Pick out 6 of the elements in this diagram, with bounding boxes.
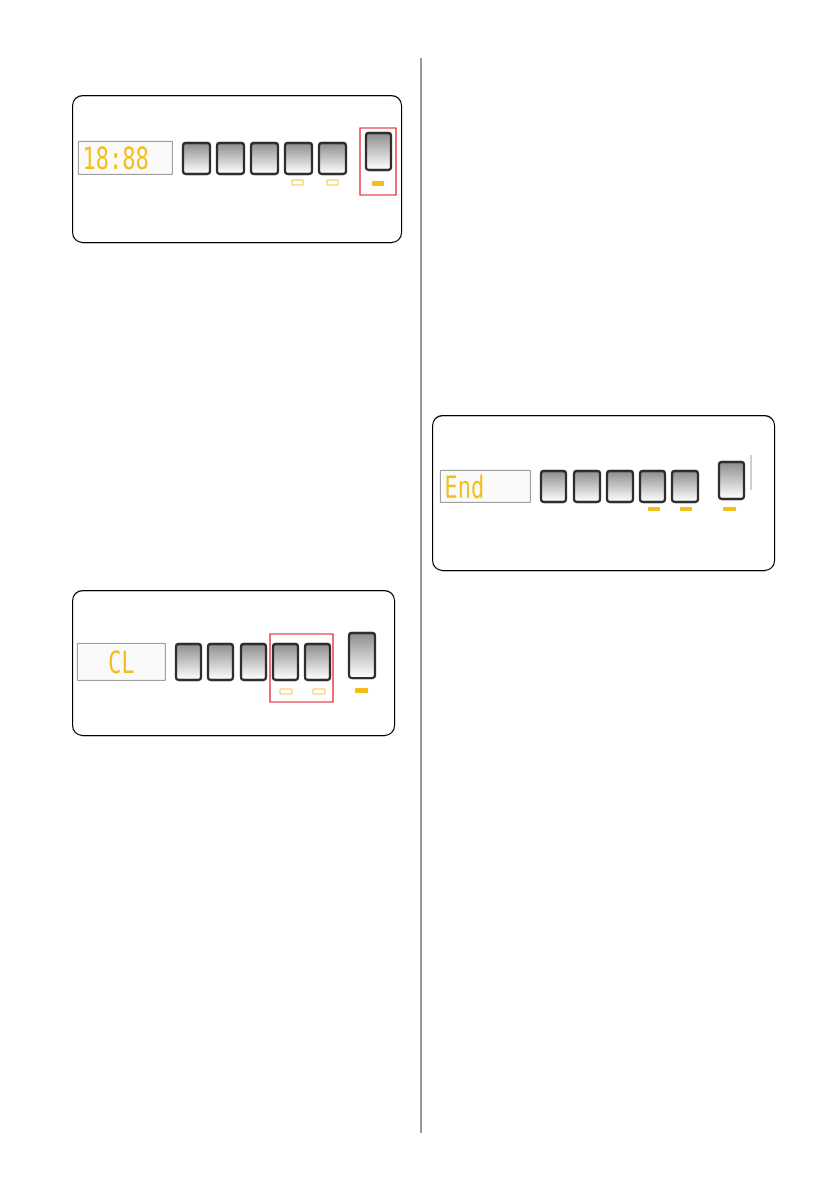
control-panel (72, 590, 396, 737)
control-panel (432, 415, 776, 572)
display-window: 18:88 (78, 141, 173, 175)
display-window: End (440, 470, 531, 503)
display-window: CL (77, 643, 166, 681)
control-panel (72, 95, 403, 244)
